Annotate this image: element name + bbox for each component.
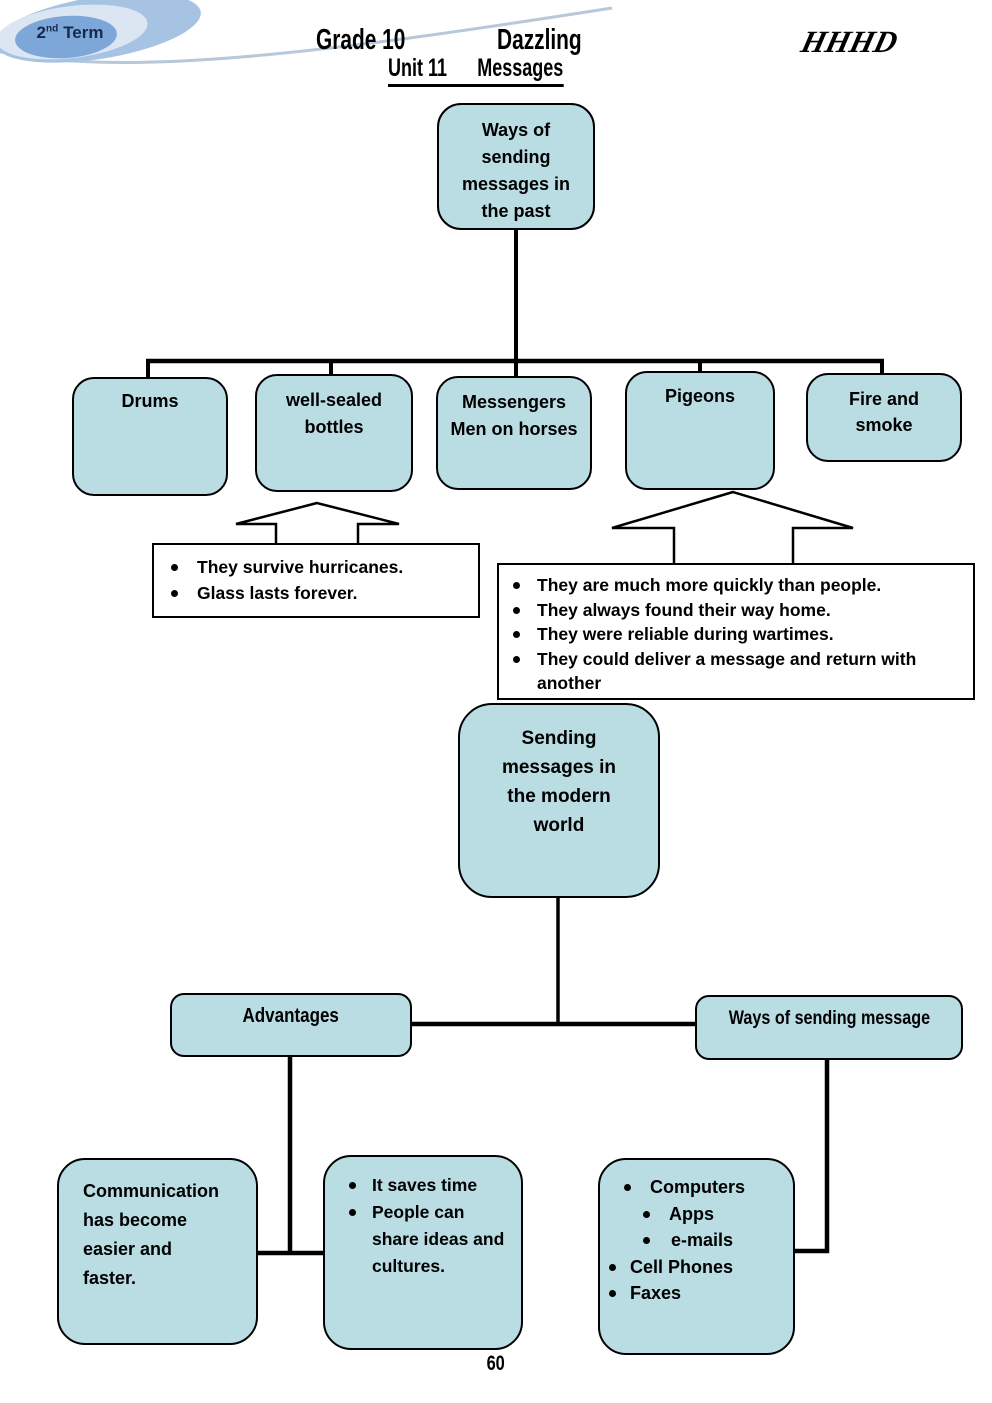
list-item: They were reliable during wartimes. bbox=[499, 622, 929, 647]
node-line: Fire and bbox=[848, 389, 919, 409]
list-item: e-mails bbox=[600, 1227, 793, 1254]
badge-inner-ellipse bbox=[15, 15, 117, 59]
brand-heading: Dazzling bbox=[497, 24, 582, 56]
node-line: Messengers bbox=[461, 392, 567, 412]
node-line: the past bbox=[481, 201, 551, 221]
page-number: 60 bbox=[486, 1352, 506, 1375]
list-item: It saves time bbox=[325, 1172, 521, 1199]
list-item: Cell Phones bbox=[600, 1254, 793, 1281]
term-ordinal: nd bbox=[45, 23, 59, 35]
unit-title: Unit 11 Messages bbox=[388, 54, 632, 87]
node-sending-messages-modern-world: Sending messages in the modern world bbox=[458, 703, 660, 898]
list-item: They are much more quickly than people. bbox=[499, 573, 929, 598]
term-word: Term bbox=[63, 23, 104, 42]
node-messengers: Messengers Men on horses bbox=[436, 376, 592, 490]
node-ways-items: Computers Apps e-mails Cell Phones Faxes bbox=[598, 1158, 795, 1355]
up-arrow-bottles-icon bbox=[235, 501, 400, 548]
node-drums: Drums bbox=[72, 377, 228, 496]
notes-pigeons-list: They are much more quickly than people. … bbox=[499, 573, 973, 696]
list-item: They always found their way home. bbox=[499, 598, 929, 623]
list-item: People can share ideas and cultures. bbox=[325, 1199, 510, 1280]
node-advantages: Advantages bbox=[170, 993, 412, 1057]
unit-topic: Messages bbox=[477, 54, 564, 82]
list-item: Apps bbox=[600, 1201, 793, 1228]
node-pigeons: Pigeons bbox=[625, 371, 775, 490]
list-item: They could deliver a message and return … bbox=[499, 647, 929, 696]
node-ways-of-sending-message: Ways of sending message bbox=[695, 995, 963, 1060]
unit-number: Unit 11 bbox=[388, 54, 448, 82]
notes-pigeons: They are much more quickly than people. … bbox=[497, 563, 975, 700]
list-item: They survive hurricanes. bbox=[154, 554, 478, 580]
node-communication-easier: Communication has become easier and fast… bbox=[57, 1158, 258, 1345]
term-number: 2 bbox=[36, 23, 46, 42]
notes-bottles: They survive hurricanes. Glass lasts for… bbox=[152, 543, 480, 618]
node-fire-and-smoke: Fire and smoke bbox=[806, 373, 962, 462]
node-ways-of-sending-messages-past: Ways of sending messages in the past bbox=[437, 103, 595, 230]
list-item: Faxes bbox=[600, 1280, 793, 1307]
term-badge: 2nd Term bbox=[24, 23, 116, 43]
signature-text: HHHD bbox=[797, 24, 902, 59]
node-line: has become bbox=[83, 1210, 188, 1230]
node-line: Drums bbox=[121, 391, 179, 411]
node-line: Communication bbox=[83, 1181, 220, 1201]
ways-items-list: Computers Apps e-mails Cell Phones Faxes bbox=[600, 1160, 793, 1307]
node-line: bottles bbox=[304, 417, 364, 437]
node-line: sending bbox=[481, 147, 551, 167]
advantage-items-list: It saves time People can share ideas and… bbox=[325, 1157, 521, 1280]
notes-bottles-list: They survive hurricanes. Glass lasts for… bbox=[154, 554, 478, 606]
node-line: smoke bbox=[855, 415, 913, 435]
node-line: Sending bbox=[521, 728, 597, 749]
node-line: faster. bbox=[83, 1268, 137, 1288]
node-line: Pigeons bbox=[664, 386, 735, 406]
node-well-sealed-bottles: well-sealed bottles bbox=[255, 374, 413, 492]
list-item: Computers bbox=[600, 1174, 793, 1201]
node-line: easier and bbox=[83, 1239, 173, 1259]
grade-heading: Grade 10 bbox=[316, 24, 406, 56]
node-line: well-sealed bbox=[285, 390, 383, 410]
node-line: Ways of bbox=[481, 120, 551, 140]
node-line: messages in bbox=[501, 757, 617, 778]
node-line: Men on horses bbox=[450, 419, 578, 439]
up-arrow-pigeons-icon bbox=[611, 490, 854, 568]
list-item: Glass lasts forever. bbox=[154, 580, 478, 606]
node-advantage-items: It saves time People can share ideas and… bbox=[323, 1155, 523, 1350]
node-line: the modern bbox=[507, 786, 611, 807]
node-line: world bbox=[533, 815, 585, 836]
node-line: messages in bbox=[461, 174, 571, 194]
